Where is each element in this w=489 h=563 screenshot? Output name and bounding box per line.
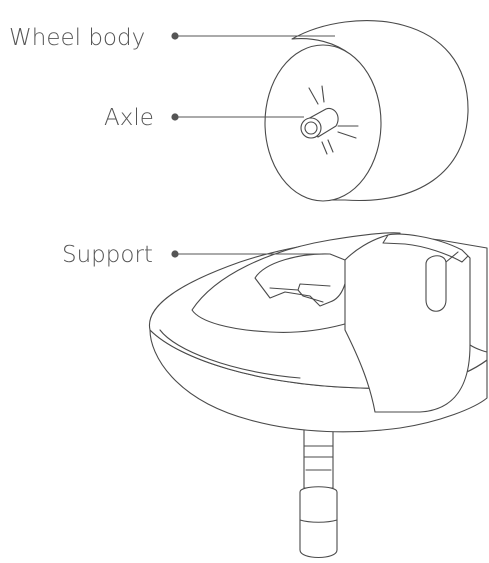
wheel-body bbox=[265, 21, 468, 201]
label-axle: Axle bbox=[104, 105, 154, 131]
callout-wheel-body: Wheel body bbox=[9, 25, 335, 51]
label-support: Support bbox=[62, 242, 153, 268]
label-wheel-body: Wheel body bbox=[9, 25, 145, 51]
support bbox=[149, 233, 487, 558]
